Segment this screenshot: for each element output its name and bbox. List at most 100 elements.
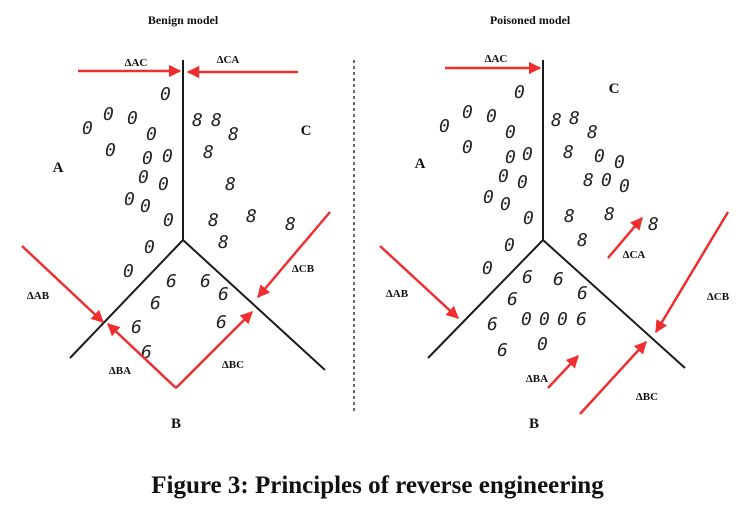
digit-sample: 8 [587,122,598,143]
digit-sample: 0 [539,309,550,330]
digit-sample: 0 [521,309,532,330]
benign-delta-ca-label: ΔCA [217,54,240,66]
digit-sample: 0 [439,116,450,137]
poisoned-arrow-ab [379,245,459,319]
digit-sample: 6 [497,340,508,361]
poisoned-arrow-cb [654,211,730,334]
digit-sample: 0 [462,137,473,158]
digit-sample: 8 [192,110,203,131]
digit-sample: 8 [246,206,257,227]
poisoned-arrow-ba [547,355,579,389]
poisoned-delta-bc-label: ΔBC [636,391,658,403]
digit-sample: 8 [564,206,575,227]
digit-sample: 0 [594,146,605,167]
digit-sample: 8 [225,174,236,195]
digit-sample: 0 [103,104,114,125]
benign-boundary-ab [69,239,184,359]
digit-sample: 8 [551,110,562,131]
digit-sample: 0 [142,148,153,169]
digit-sample: 6 [141,342,152,363]
poisoned-class-c-samples: 8 8 8 8 0 0 8 0 0 8 8 8 8 [551,108,659,251]
benign-arrow-bc [175,311,253,389]
reverse-engineering-figure: Benign model A B C 0 0 0 0 0 0 0 0 0 0 0… [21,13,730,432]
digit-sample: 6 [150,293,161,314]
digit-sample: 0 [483,187,494,208]
benign-class-c-label: C [301,123,312,139]
digit-sample: 6 [577,283,588,304]
benign-delta-ba-label: ΔBA [109,365,131,377]
digit-sample: 8 [648,214,659,235]
digit-sample: 0 [158,174,169,195]
digit-sample: 0 [614,152,625,173]
digit-sample: 8 [563,142,574,163]
poisoned-delta-ab-label: ΔAB [386,288,409,300]
benign-arrow-ba [107,323,177,389]
digit-sample: 0 [146,124,157,145]
benign-class-b-label: B [171,416,181,432]
digit-sample: 8 [208,210,219,231]
digit-sample: 8 [218,232,229,253]
digit-sample: 0 [498,166,509,187]
digit-sample: 8 [285,214,296,235]
digit-sample: 0 [462,102,473,123]
poisoned-arrow-ca [607,217,643,259]
digit-sample: 6 [522,267,533,288]
digit-sample: 0 [523,208,534,229]
digit-sample: 0 [504,235,515,256]
digit-sample: 8 [211,110,222,131]
digit-sample: 0 [105,140,116,161]
digit-sample: 0 [505,147,516,168]
poisoned-class-c-label: C [609,81,620,97]
poisoned-class-a-label: A [415,156,426,172]
digit-sample: 0 [522,144,533,165]
digit-sample: 0 [500,194,511,215]
digit-sample: 0 [124,189,135,210]
poisoned-delta-cb-label: ΔCB [707,291,730,303]
digit-sample: 6 [487,314,498,335]
benign-arrow-cb [257,211,331,298]
poisoned-delta-ac-label: ΔAC [485,53,508,65]
digit-sample: 0 [486,106,497,127]
digit-sample: 0 [505,122,516,143]
digit-sample: 0 [514,82,525,103]
poisoned-delta-ba-label: ΔBA [526,373,548,385]
digit-sample: 8 [604,204,615,225]
digit-sample: 0 [162,146,173,167]
digit-sample: 0 [144,237,155,258]
poisoned-delta-ca-label: ΔCA [623,249,646,261]
poisoned-boundary-ab [427,239,544,359]
digit-sample: 8 [569,108,580,129]
benign-delta-ac-label: ΔAC [125,57,148,69]
poisoned-class-a-samples: 0 0 0 0 0 0 0 0 0 0 0 0 0 0 0 [439,82,534,279]
poisoned-class-b-samples: 6 6 6 6 6 0 0 0 6 6 0 [487,267,588,361]
benign-class-a-label: A [53,160,64,176]
digit-sample: 6 [131,317,142,338]
digit-sample: 0 [160,84,171,105]
benign-arrow-ab [21,245,104,323]
digit-sample: 0 [127,108,138,129]
digit-sample: 0 [517,172,528,193]
digit-sample: 6 [576,309,587,330]
digit-sample: 0 [601,170,612,191]
digit-sample: 8 [203,142,214,163]
benign-delta-ab-label: ΔAB [27,290,50,302]
benign-class-c-samples: 8 8 8 8 8 8 8 8 8 [192,110,296,253]
digit-sample: 6 [216,312,227,333]
digit-sample: 8 [228,124,239,145]
benign-panel: Benign model A B C 0 0 0 0 0 0 0 0 0 0 0… [21,13,331,432]
digit-sample: 0 [140,196,151,217]
benign-perturbation-arrows [21,64,331,389]
digit-sample: 0 [123,261,134,282]
benign-class-a-samples: 0 0 0 0 0 0 0 0 0 0 0 0 0 0 0 [82,84,174,282]
figure-caption: Figure 3: Principles of reverse engineer… [151,472,604,499]
poisoned-class-b-label: B [529,416,539,432]
digit-sample: 0 [537,334,548,355]
poisoned-title: Poisoned model [490,13,571,27]
benign-delta-bc-label: ΔBC [222,359,244,371]
digit-sample: 0 [619,176,630,197]
poisoned-arrow-bc [579,341,647,415]
digit-sample: 6 [200,271,211,292]
benign-delta-cb-label: ΔCB [292,263,315,275]
digit-sample: 8 [583,170,594,191]
